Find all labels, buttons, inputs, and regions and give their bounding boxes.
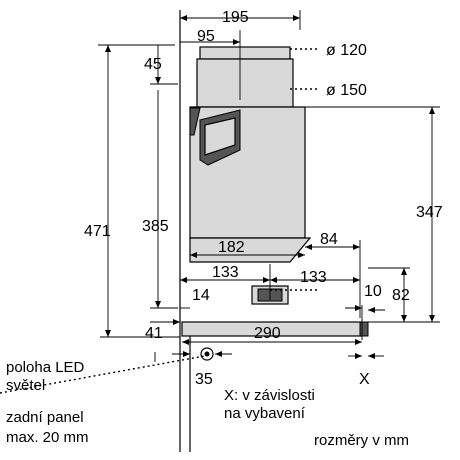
dim-10: 10 <box>364 283 382 300</box>
dim-133-right: 133 <box>300 269 327 286</box>
dim-182: 182 <box>218 239 245 256</box>
diameter-120: ø 120 <box>326 42 367 59</box>
led-position-label-line2: světel <box>6 377 45 394</box>
x-mark: X <box>359 371 370 388</box>
back-panel-label-line2: max. 20 mm <box>6 429 89 446</box>
dim-84: 84 <box>320 231 338 248</box>
hood-body <box>181 46 369 361</box>
dim-82: 82 <box>392 287 410 304</box>
x-note-line1: X: v závislosti <box>224 387 315 404</box>
dim-35: 35 <box>195 371 213 388</box>
dimension-lines <box>98 15 440 359</box>
dim-471: 471 <box>84 223 111 240</box>
units-note: rozměry v mm <box>314 432 409 449</box>
back-panel-lines <box>179 10 301 452</box>
x-note-line2: na vybavení <box>224 405 306 422</box>
callout-labels: poloha LED světel zadní panel max. 20 mm… <box>6 359 409 449</box>
diameter-150: ø 150 <box>326 82 367 99</box>
dim-45: 45 <box>144 56 162 73</box>
dim-347: 347 <box>416 204 443 221</box>
dim-133-left: 133 <box>212 264 239 281</box>
back-panel-label-line1: zadní panel <box>6 409 84 426</box>
leader-lines <box>0 48 320 394</box>
dim-95: 95 <box>197 28 215 45</box>
dimension-labels: 195 95 45 471 385 347 182 84 133 133 14 … <box>84 9 443 388</box>
dim-14: 14 <box>192 287 210 304</box>
dim-41: 41 <box>145 325 163 342</box>
dim-290: 290 <box>254 325 281 342</box>
dim-385: 385 <box>142 218 169 235</box>
dim-195: 195 <box>222 9 249 26</box>
led-position-label-line1: poloha LED <box>6 359 85 376</box>
